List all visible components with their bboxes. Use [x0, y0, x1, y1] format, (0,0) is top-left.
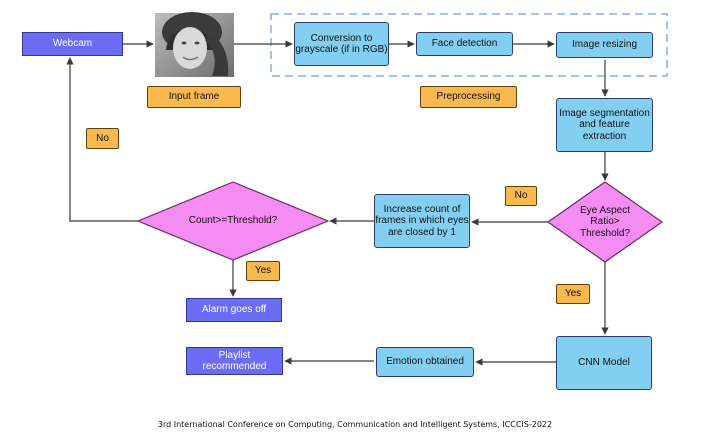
conference-caption: 3rd International Conference on Computin…	[157, 420, 553, 429]
webcam-node: Webcam	[22, 32, 123, 56]
playlist-node: Playlist recommended	[186, 347, 283, 375]
input-frame-label: Input frame	[147, 86, 241, 108]
preprocessing-group	[270, 13, 668, 77]
preprocessing-label: Preprocessing	[420, 86, 517, 108]
ear-decision-label: Eye Aspect Ratio> Threshold?	[579, 204, 631, 239]
count-decision-label: Count>=Threshold?	[188, 215, 278, 227]
increase-count-node: Increase count of frames in which eyes a…	[374, 194, 470, 248]
cnn-model-node: CNN Model	[556, 336, 652, 390]
alarm-node: Alarm goes off	[186, 298, 282, 322]
grayscale-node: Conversion to grayscale (if in RGB)	[294, 22, 389, 66]
image-resizing-node: Image resizing	[556, 32, 653, 58]
input-frame-image	[155, 12, 234, 77]
yes-branch-left: Yes	[246, 261, 280, 281]
no-branch-right: No	[505, 186, 537, 206]
yes-branch-right: Yes	[556, 284, 590, 304]
face-detection-node: Face detection	[416, 32, 513, 56]
no-branch-left: No	[86, 128, 119, 149]
segmentation-node: Image segmentation and feature extractio…	[556, 98, 653, 152]
emotion-node: Emotion obtained	[376, 347, 474, 377]
